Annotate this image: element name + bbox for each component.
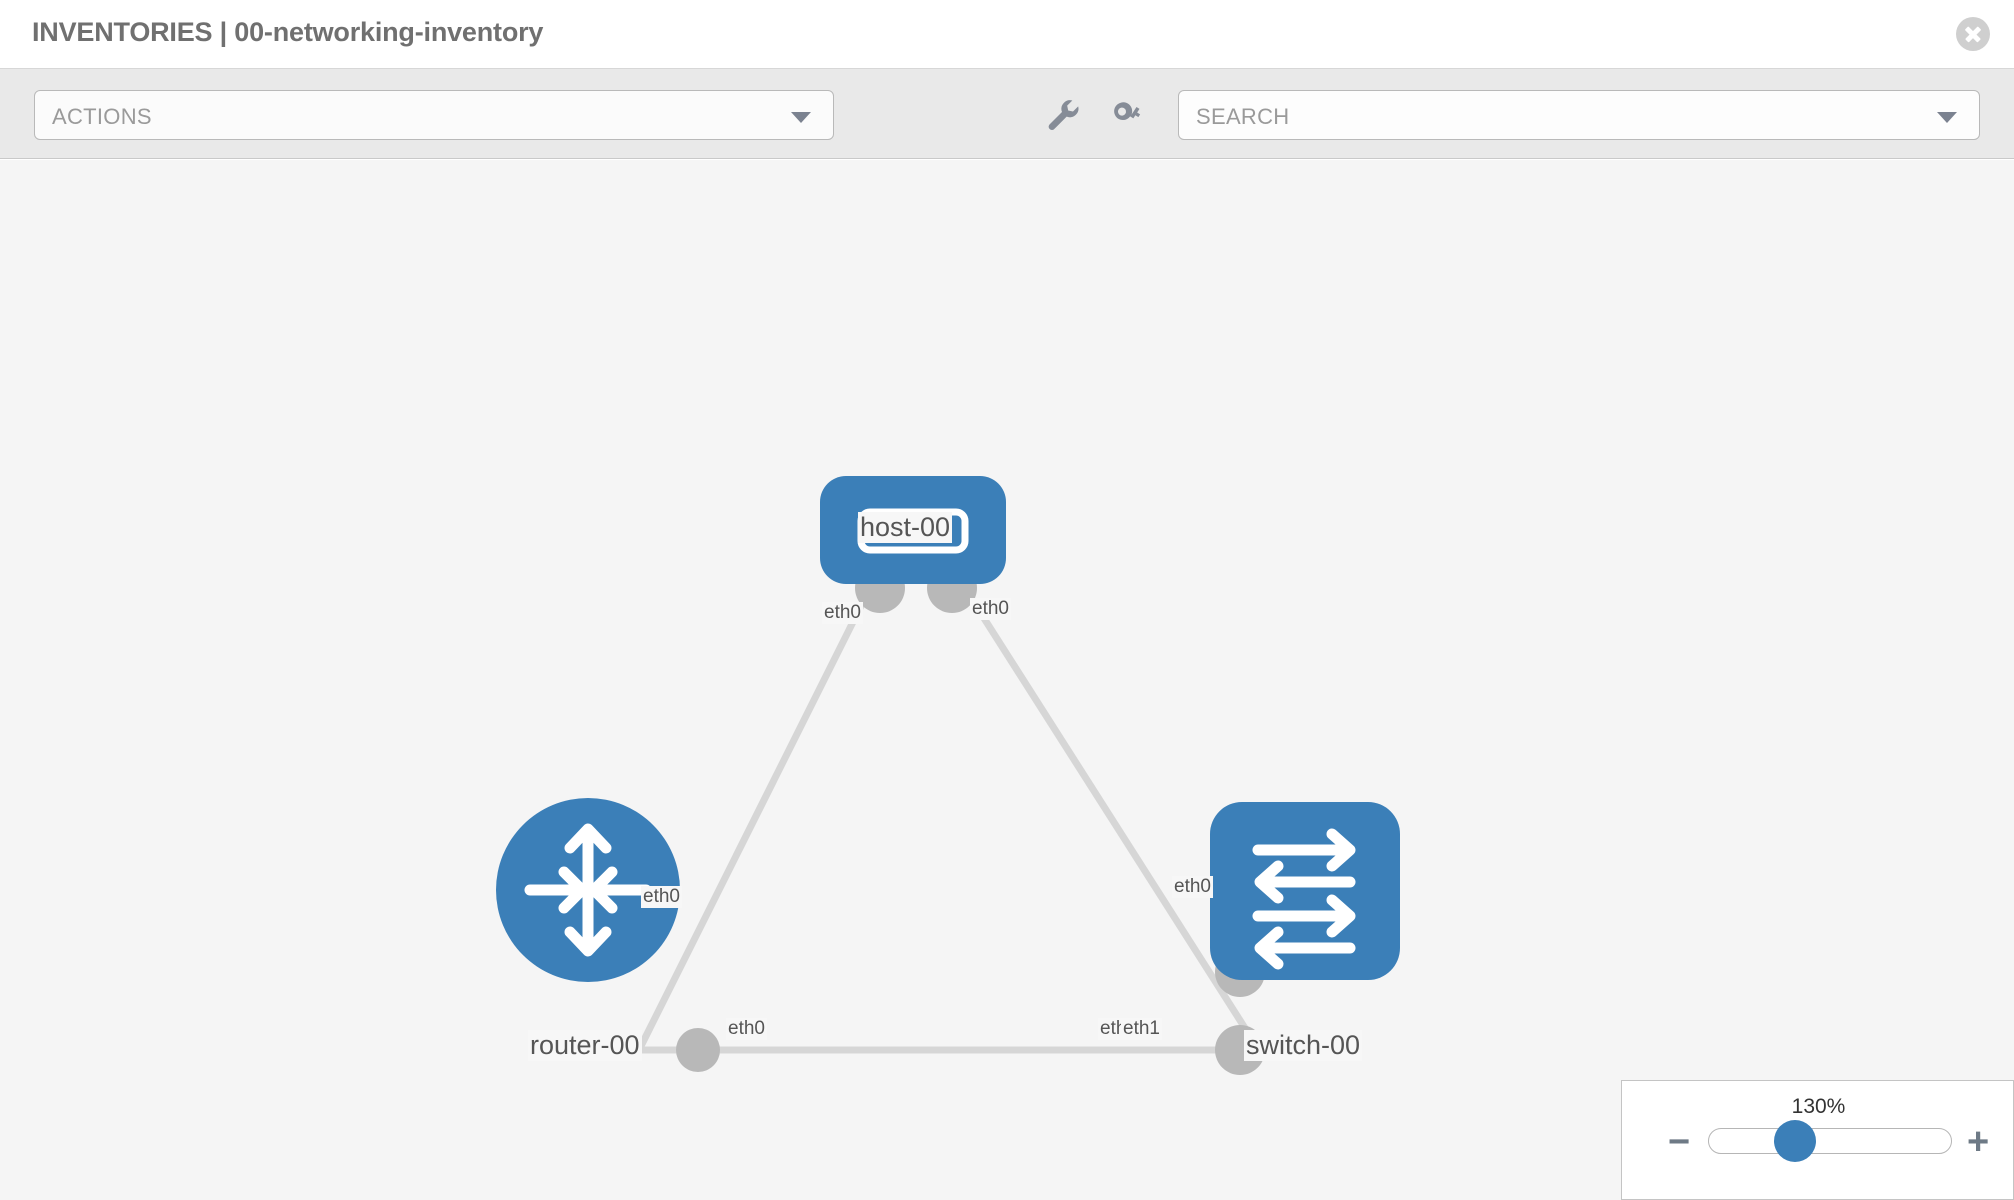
search-input[interactable]: SEARCH [1178, 90, 1980, 140]
actions-dropdown[interactable]: ACTIONS [34, 90, 834, 140]
edge-label-router-eth0: eth0 [726, 1018, 767, 1040]
node-label-switch-00: switch-00 [1244, 1030, 1363, 1061]
node-label-router-00: router-00 [528, 1030, 642, 1061]
zoom-slider-thumb[interactable] [1774, 1120, 1816, 1162]
zoom-control-panel: 130% − + [1621, 1080, 2014, 1200]
router-icon [524, 823, 652, 957]
link-layer [625, 566, 1253, 1054]
port-router-eth0 [676, 1028, 720, 1072]
chevron-down-icon [1937, 112, 1957, 123]
switch-icon [1252, 828, 1356, 970]
close-icon[interactable] [1956, 17, 1990, 51]
key-icon[interactable] [1108, 96, 1148, 136]
edge-label-host-eth0-right: eth0 [970, 598, 1011, 620]
wrench-icon[interactable] [1044, 96, 1084, 136]
node-router-00 [496, 798, 680, 982]
toolbar: ACTIONS SEARCH [0, 69, 2014, 159]
page-header: INVENTORIES | 00-networking-inventory [0, 0, 2014, 69]
edge-label-switch-eth1: eth1 [1121, 1018, 1162, 1040]
port-layer [676, 563, 1265, 1075]
edge-label-switch-uplink-eth0: eth0 [1172, 876, 1213, 898]
chevron-down-icon [791, 112, 811, 123]
link-host-switch [949, 566, 1253, 1038]
topology-graph [496, 476, 1400, 1075]
edge-label-host-eth0-left: eth0 [822, 602, 863, 624]
zoom-percent-label: 130% [1791, 1095, 1846, 1118]
actions-dropdown-label: ACTIONS [52, 104, 152, 129]
link-host-router [636, 566, 884, 1050]
topology-canvas[interactable]: host-00 router-00 switch-00 eth0 eth0 et… [0, 160, 2014, 1200]
zoom-in-button[interactable]: + [1967, 1121, 1990, 1163]
zoom-out-button[interactable]: − [1668, 1121, 1691, 1163]
node-switch-00 [1210, 802, 1400, 980]
edge-label-router-uplink-eth0: eth0 [641, 886, 682, 908]
page-title: INVENTORIES | 00-networking-inventory [32, 17, 544, 47]
zoom-slider-track[interactable] [1708, 1128, 1952, 1154]
search-placeholder: SEARCH [1196, 104, 1290, 129]
node-label-host-00: host-00 [858, 512, 953, 543]
edge-label-switch-eth-overlap: eth [1098, 1018, 1129, 1040]
